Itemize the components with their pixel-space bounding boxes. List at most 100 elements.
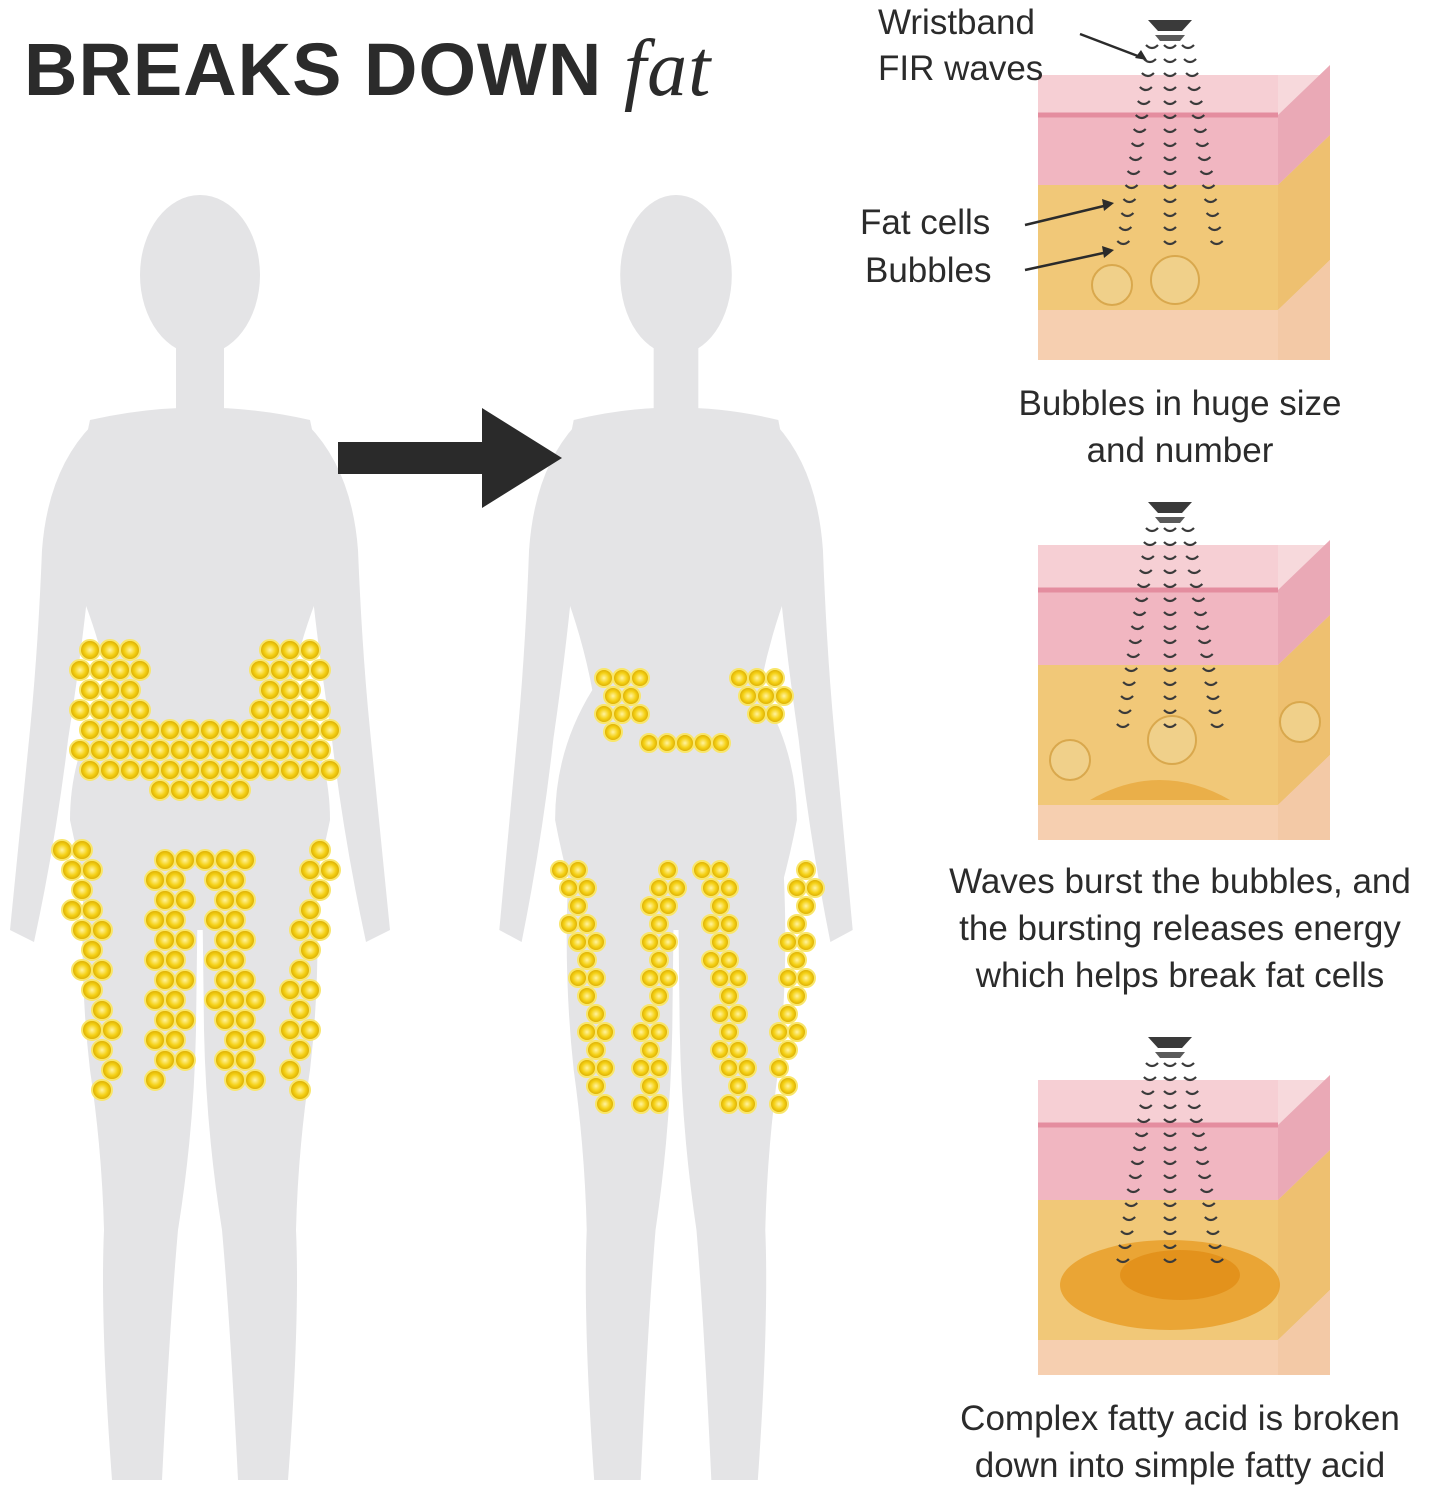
fat-dot: [710, 896, 730, 916]
fat-dot: [154, 1049, 176, 1071]
fat-dot: [778, 932, 798, 952]
fat-dot: [658, 860, 678, 880]
fat-dot: [719, 878, 739, 898]
fat-dot: [101, 1059, 123, 1081]
fir-wave-mark: [1163, 1202, 1177, 1208]
fir-wave-mark: [1122, 681, 1136, 687]
fat-dot: [159, 719, 181, 741]
fir-wave-mark: [1124, 1202, 1138, 1208]
fir-wave-mark: [1203, 198, 1218, 204]
fat-dot: [91, 919, 113, 941]
fat-dot: [234, 849, 256, 871]
fir-wave-mark: [1163, 1090, 1177, 1096]
fat-dot: [675, 733, 695, 753]
fat-dot: [79, 639, 101, 661]
fat-dot: [234, 929, 256, 951]
fat-dot: [229, 779, 251, 801]
fat-dot: [595, 1022, 615, 1042]
fat-dot: [319, 759, 341, 781]
fir-wave-mark: [1163, 695, 1177, 701]
fat-dot: [259, 759, 281, 781]
fat-dot: [69, 739, 91, 761]
fir-wave-mark: [1207, 226, 1222, 232]
body-figures: [10, 195, 853, 1480]
fir-wave-mark: [1126, 1188, 1141, 1194]
fir-wave-mark: [1208, 1244, 1222, 1250]
fat-dot: [577, 1022, 597, 1042]
fat-dot: [144, 1029, 166, 1051]
fat-dot: [631, 1022, 651, 1042]
fir-wave-mark: [1163, 1104, 1177, 1110]
fat-dot: [214, 929, 236, 951]
fir-wave-mark: [1204, 681, 1218, 687]
fat-dot: [71, 959, 93, 981]
fir-wave-mark: [1163, 1132, 1177, 1138]
fir-wave-mark: [1163, 555, 1177, 561]
fir-wave-mark: [1193, 128, 1208, 134]
fir-wave-mark: [1132, 1146, 1147, 1152]
fat-dot: [81, 939, 103, 961]
fat-dot: [174, 889, 196, 911]
fat-dot: [234, 969, 256, 991]
fir-wave-mark: [1195, 625, 1210, 631]
fir-wave-mark: [1163, 667, 1177, 673]
fat-dot: [631, 1058, 651, 1078]
fat-dot: [209, 739, 231, 761]
label-wristband: Wristband: [878, 3, 1035, 42]
fat-dot: [289, 959, 311, 981]
fat-dot: [774, 686, 794, 706]
fir-wave-mark: [1163, 198, 1177, 204]
fat-dot: [710, 932, 730, 952]
fat-dot: [787, 878, 807, 898]
fir-wave-mark: [1118, 709, 1132, 715]
fat-dot: [719, 1022, 739, 1042]
fat-dot: [796, 932, 816, 952]
fat-dot: [69, 699, 91, 721]
fat-dot: [279, 639, 301, 661]
fir-wave-mark: [1183, 1076, 1197, 1082]
fat-dot: [640, 968, 660, 988]
fat-dot: [299, 759, 321, 781]
fat-dot: [81, 1019, 103, 1041]
fat-dot: [109, 699, 131, 721]
fat-dot: [559, 914, 579, 934]
fat-dot: [729, 668, 749, 688]
fat-dot: [154, 889, 176, 911]
fat-dot: [154, 929, 176, 951]
fat-dot: [174, 1009, 196, 1031]
fir-wave-mark: [1145, 1062, 1159, 1068]
fir-wave-mark: [1163, 86, 1177, 92]
fat-dot: [612, 668, 632, 688]
fat-dot: [568, 932, 588, 952]
fir-wave-mark: [1163, 1062, 1177, 1068]
fat-dot: [299, 639, 321, 661]
fat-dot: [586, 1076, 606, 1096]
fir-wave-mark: [1187, 569, 1202, 575]
fat-dot: [219, 759, 241, 781]
fat-dot: [259, 639, 281, 661]
fat-dot: [79, 719, 101, 741]
fir-wave-mark: [1143, 58, 1157, 64]
fat-dot: [119, 759, 141, 781]
fat-dot: [129, 699, 151, 721]
fat-dot: [649, 1094, 669, 1114]
fat-dot: [595, 1058, 615, 1078]
fat-dot: [279, 1019, 301, 1041]
fat-dot: [91, 1039, 113, 1061]
fir-wave-mark: [1163, 709, 1177, 715]
arrow-fat-cells: [1024, 199, 1114, 227]
fir-wave-mark: [1183, 541, 1197, 547]
fat-dot: [214, 1009, 236, 1031]
fat-dot: [728, 1004, 748, 1024]
fir-wave-mark: [1208, 709, 1222, 715]
fat-dot: [701, 950, 721, 970]
before-figure: [10, 195, 390, 1480]
fir-wave-mark: [1197, 1174, 1212, 1180]
fat-dot: [224, 869, 246, 891]
fat-dot: [299, 859, 321, 881]
fir-wave-mark: [1132, 611, 1147, 617]
fat-dot: [269, 739, 291, 761]
fir-wave-mark: [1163, 1188, 1177, 1194]
fir-wave-mark: [1120, 1230, 1134, 1236]
fat-dot: [787, 1022, 807, 1042]
